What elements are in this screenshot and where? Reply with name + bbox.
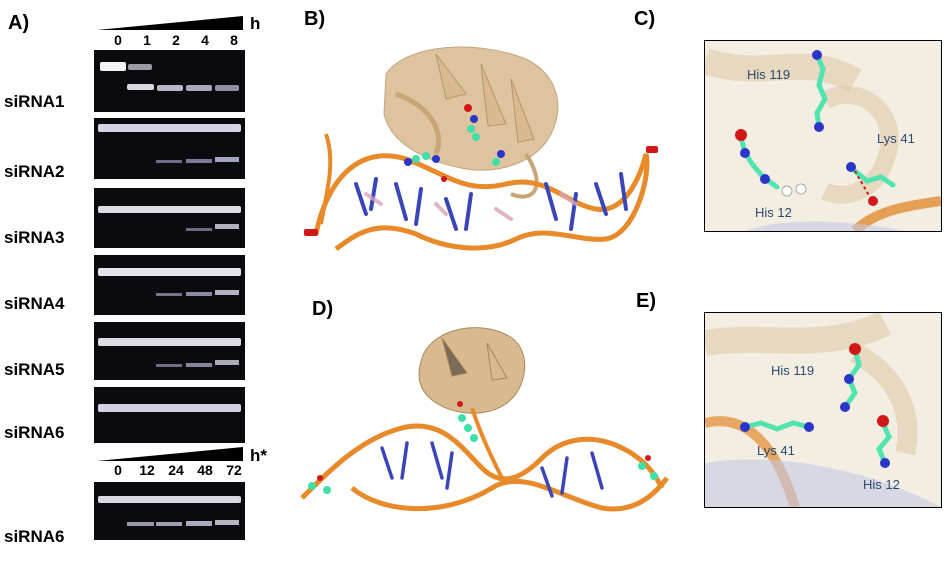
time-gradient-wedge-bottom xyxy=(97,447,243,461)
panel-label-e: E) xyxy=(636,290,656,312)
row-label-sirna4: siRNA4 xyxy=(4,294,65,313)
residue-label: His 12 xyxy=(755,205,792,220)
lane-label: 12 xyxy=(139,462,155,478)
gel-image-sirna4 xyxy=(94,255,245,315)
lane-label: 8 xyxy=(230,32,238,48)
structure-image-b xyxy=(296,34,674,266)
time-gradient-wedge-top xyxy=(97,16,243,30)
row-label-sirna2: siRNA2 xyxy=(4,162,65,181)
time-unit-bottom: h* xyxy=(250,446,267,465)
gel-image-sirna1 xyxy=(94,50,245,112)
row-label-sirna6-long: siRNA6 xyxy=(4,527,65,546)
lane-label: 24 xyxy=(168,462,184,478)
gel-image-sirna6-long xyxy=(94,482,245,540)
gel-image-sirna2 xyxy=(94,118,245,179)
inset-image-c: His 119 Lys 41 His 12 xyxy=(704,40,942,232)
residue-label: Lys 41 xyxy=(877,131,915,146)
row-label-sirna3: siRNA3 xyxy=(4,228,65,247)
lane-label: 2 xyxy=(172,32,180,48)
lane-label: 72 xyxy=(226,462,242,478)
inset-image-e: His 119 Lys 41 His 12 xyxy=(704,312,942,508)
residue-label: His 12 xyxy=(863,477,900,492)
time-unit-top: h xyxy=(250,14,261,33)
structure-image-d xyxy=(292,318,676,528)
row-label-sirna1: siRNA1 xyxy=(4,92,65,111)
lane-label: 4 xyxy=(201,32,209,48)
lane-label: 1 xyxy=(143,32,151,48)
gel-image-sirna3 xyxy=(94,188,245,248)
residue-label: His 119 xyxy=(747,67,791,82)
panel-label-d: D) xyxy=(312,298,334,320)
row-label-sirna6: siRNA6 xyxy=(4,423,65,442)
panel-label-b: B) xyxy=(304,8,326,30)
residue-label: His 119 xyxy=(771,363,815,378)
row-label-sirna5: siRNA5 xyxy=(4,360,65,379)
lane-label: 0 xyxy=(114,462,122,478)
gel-image-sirna5 xyxy=(94,322,245,380)
panel-label-c: C) xyxy=(634,8,656,30)
panel-label-a: A) xyxy=(8,12,30,34)
gel-image-sirna6 xyxy=(94,387,245,443)
lane-label: 0 xyxy=(114,32,122,48)
residue-label: Lys 41 xyxy=(757,443,795,458)
lane-label: 48 xyxy=(197,462,213,478)
